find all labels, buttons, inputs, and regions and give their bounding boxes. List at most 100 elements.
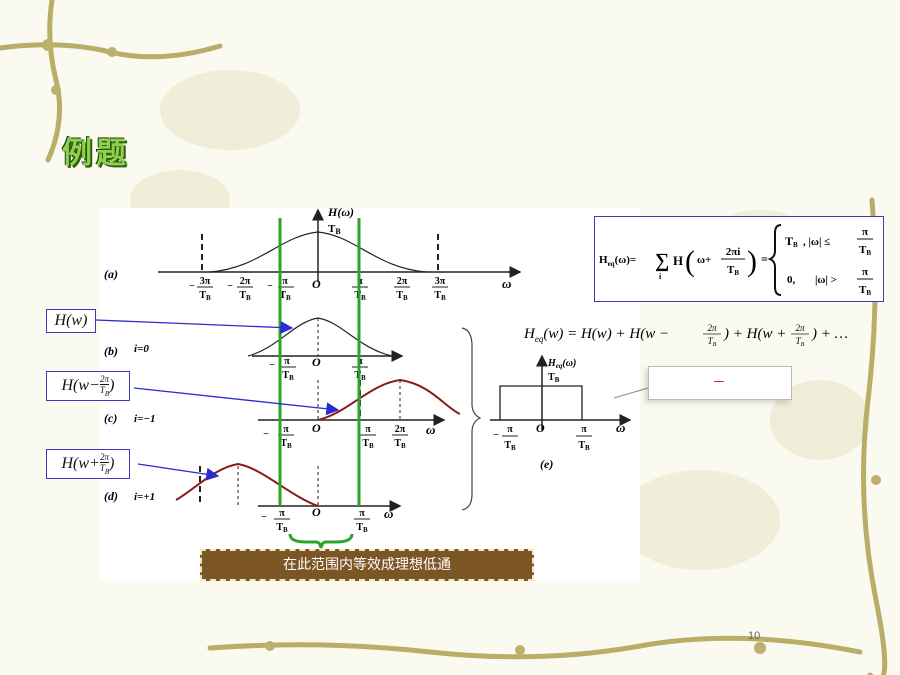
heq-axis-label: Heq(ω) bbox=[547, 358, 576, 370]
svg-text:TB: TB bbox=[434, 290, 446, 302]
ytick-tb-label: TB bbox=[328, 223, 341, 236]
sum-equation-end: ) + … bbox=[811, 326, 848, 342]
sum-equation-frac-1: 2π TB bbox=[703, 323, 721, 348]
svg-text:3π: 3π bbox=[435, 276, 446, 287]
svg-text:π: π bbox=[283, 424, 289, 435]
tick-pospi-d: πTB bbox=[354, 508, 370, 534]
svg-text:−: − bbox=[227, 281, 233, 292]
panel-e-label: (e) bbox=[540, 457, 553, 471]
svg-text:π: π bbox=[581, 424, 587, 435]
label-h0: H(w) bbox=[46, 309, 96, 333]
svg-text:π: π bbox=[284, 356, 290, 367]
slide-title: 例题 bbox=[62, 136, 130, 171]
heq-tb-label: TB bbox=[548, 372, 560, 384]
origin-label-c: O bbox=[312, 421, 321, 435]
svg-text:TB: TB bbox=[796, 336, 805, 348]
sum-brace bbox=[461, 327, 482, 511]
svg-text:TB: TB bbox=[356, 522, 368, 534]
svg-text:TB: TB bbox=[708, 336, 717, 348]
svg-text:TB: TB bbox=[280, 438, 292, 450]
callout-note bbox=[648, 366, 792, 400]
callout-dash bbox=[714, 381, 724, 382]
sum-symbol: ∑ bbox=[655, 250, 669, 272]
svg-text:TB: TB bbox=[362, 438, 374, 450]
svg-text:TB: TB bbox=[282, 370, 294, 382]
svg-text:2π: 2π bbox=[395, 424, 406, 435]
panel-b-label: (b) bbox=[104, 344, 118, 358]
arrow-hm bbox=[133, 387, 340, 416]
tick-pospi-c: πTB bbox=[360, 424, 376, 450]
svg-text:TB: TB bbox=[396, 290, 408, 302]
svg-text:π: π bbox=[862, 266, 868, 278]
h-omega-label: H(ω) bbox=[327, 205, 354, 219]
equals-sign: = bbox=[761, 252, 768, 266]
svg-text:TB: TB bbox=[859, 284, 871, 297]
svg-text:2π: 2π bbox=[240, 276, 251, 287]
tick-pospi-e: πTB bbox=[576, 424, 592, 452]
svg-text:π: π bbox=[359, 508, 365, 519]
svg-text:−: − bbox=[493, 430, 499, 441]
svg-text:TB: TB bbox=[239, 290, 251, 302]
panel-d: (d) i=+1 O ω −πTB πTB bbox=[104, 462, 402, 534]
arrow-h0 bbox=[95, 319, 294, 335]
origin-label-a: O bbox=[312, 277, 321, 291]
svg-text:π: π bbox=[282, 276, 288, 287]
svg-text:2π: 2π bbox=[795, 323, 805, 333]
svg-text:TB: TB bbox=[394, 438, 406, 450]
svg-text:(: ( bbox=[685, 245, 695, 278]
svg-text:π: π bbox=[507, 424, 513, 435]
label-h-minus: H(w− 2π TB ) bbox=[46, 371, 130, 401]
svg-text:): ) bbox=[747, 245, 757, 278]
svg-text:3π: 3π bbox=[200, 276, 211, 287]
panel-d-label: (d) bbox=[104, 489, 118, 503]
omega-plus: ω+ bbox=[697, 254, 711, 266]
case1-condition: , |ω| ≤ bbox=[803, 236, 830, 248]
svg-text:TB: TB bbox=[859, 244, 871, 257]
svg-text:TB: TB bbox=[727, 264, 739, 277]
panel-c-index: i=−1 bbox=[134, 413, 156, 425]
x-axis-symbol-e: ω bbox=[616, 420, 625, 435]
lowpass-range-banner: 在此范围内等效成理想低通 bbox=[200, 549, 534, 581]
range-brace bbox=[288, 533, 354, 549]
tick-negpi-d: −πTB bbox=[261, 508, 290, 534]
svg-text:π: π bbox=[365, 424, 371, 435]
sum-equation-frac-2: 2π TB bbox=[791, 323, 809, 348]
panel-b-index: i=0 bbox=[134, 343, 149, 355]
arrow-hp bbox=[137, 463, 220, 481]
case2-condition: |ω| > bbox=[815, 274, 837, 286]
case2-value: 0, bbox=[787, 274, 796, 286]
case2-pi-over-tb: π TB bbox=[857, 266, 873, 297]
tick-negpi-b: −πTB bbox=[269, 356, 296, 382]
piecewise-lhs: Heq(ω)= bbox=[599, 254, 636, 268]
svg-text:TB: TB bbox=[279, 290, 291, 302]
svg-text:π: π bbox=[862, 226, 868, 238]
svg-text:π: π bbox=[279, 508, 285, 519]
svg-text:TB: TB bbox=[578, 440, 590, 452]
case1-pi-over-tb: π TB bbox=[857, 226, 873, 257]
tick-negpi-e: −πTB bbox=[493, 424, 518, 452]
svg-text:−: − bbox=[263, 429, 269, 440]
x-axis-symbol-d: ω bbox=[384, 506, 393, 521]
sum-index: i bbox=[659, 272, 662, 281]
svg-text:2πi: 2πi bbox=[726, 246, 741, 258]
piecewise-equation-box: Heq(ω)= ∑ i H ( ω+ 2πi TB ) = TB , |ω| ≤… bbox=[594, 216, 884, 302]
panel-a-label: (a) bbox=[104, 267, 118, 281]
figure-area bbox=[100, 208, 640, 580]
sum-equation-mid: ) + H(w + bbox=[723, 326, 786, 342]
svg-text:−: − bbox=[269, 360, 275, 371]
svg-text:−: − bbox=[189, 281, 195, 292]
svg-text:2π: 2π bbox=[707, 323, 717, 333]
panel-e: Heq(ω) TB O ω (e) −πTB πTB bbox=[490, 354, 632, 471]
page-number: 10 bbox=[748, 630, 761, 642]
svg-text:TB: TB bbox=[504, 440, 516, 452]
svg-text:−: − bbox=[267, 281, 273, 292]
origin-label-e: O bbox=[536, 421, 545, 435]
panel-c-label: (c) bbox=[104, 411, 117, 425]
origin-label-d: O bbox=[312, 505, 321, 519]
